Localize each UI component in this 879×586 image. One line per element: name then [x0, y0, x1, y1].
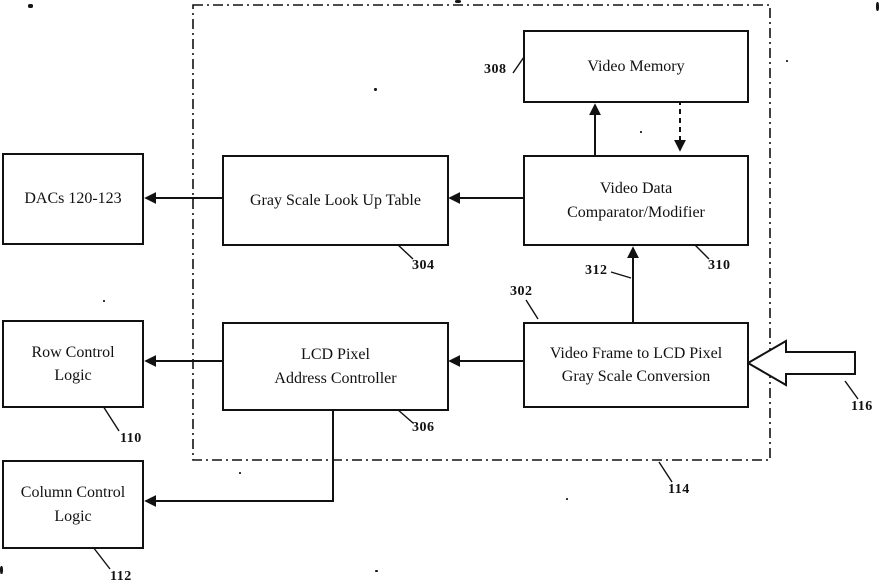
arrow-address-controller-to-column-control	[144, 407, 334, 507]
scan-speck	[239, 472, 241, 474]
box-video-frame-conversion-line2: Gray Scale Conversion	[561, 368, 711, 385]
leader-112	[92, 546, 111, 570]
scan-speck	[103, 300, 105, 302]
box-gray-scale-lut: Gray Scale Look Up Table	[222, 155, 449, 246]
scan-speck	[786, 60, 788, 62]
box-video-memory: Video Memory	[523, 30, 749, 103]
box-row-control-logic-line2: Logic	[54, 367, 92, 384]
scan-speck	[375, 570, 378, 572]
ref-label-112: 112	[110, 569, 132, 584]
ref-label-308: 308	[484, 62, 507, 77]
scan-speck	[374, 88, 377, 91]
ref-label-304: 304	[412, 258, 435, 273]
leader-312	[610, 271, 632, 279]
box-row-control-logic-line1: Row Control	[31, 343, 115, 361]
ref-label-302: 302	[510, 284, 533, 299]
box-video-memory-label: Video Memory	[587, 57, 685, 75]
scan-speck	[0, 566, 3, 574]
leader-308	[512, 56, 525, 74]
box-lcd-pixel-address-controller: LCD Pixel Address Controller	[222, 322, 449, 411]
box-video-frame-conversion: Video Frame to LCD Pixel Gray Scale Conv…	[523, 322, 749, 408]
ref-label-114: 114	[668, 482, 690, 497]
ref-label-312: 312	[585, 263, 608, 278]
ref-label-306: 306	[412, 420, 435, 435]
video-input-block-arrow-icon	[746, 339, 856, 387]
box-video-frame-conversion-line1: Video Frame to LCD Pixel	[549, 344, 723, 362]
box-video-data-comparator-line2: Comparator/Modifier	[567, 203, 705, 221]
leader-110	[102, 405, 120, 432]
box-lcd-pixel-address-controller-line2: Address Controller	[274, 369, 397, 387]
module-boundary-box	[192, 4, 771, 461]
ref-label-116: 116	[851, 399, 873, 414]
ref-label-110: 110	[120, 431, 142, 446]
scan-speck	[876, 2, 879, 11]
leader-310	[693, 243, 710, 260]
leader-116	[844, 380, 859, 400]
box-dacs: DACs 120-123	[2, 153, 144, 245]
leader-302	[525, 299, 539, 320]
leader-306	[396, 408, 414, 424]
box-video-data-comparator-line1: Video Data	[599, 180, 673, 198]
box-column-control-logic-line1: Column Control	[20, 484, 126, 502]
box-lcd-pixel-address-controller-line1: LCD Pixel	[301, 346, 370, 364]
box-gray-scale-lut-label: Gray Scale Look Up Table	[250, 191, 421, 209]
scan-speck	[28, 4, 33, 8]
ref-label-310: 310	[708, 258, 731, 273]
box-dacs-label: DACs 120-123	[24, 190, 122, 208]
leader-304	[396, 243, 414, 260]
scan-speck	[640, 131, 642, 133]
leader-114	[658, 461, 673, 483]
scan-speck	[566, 498, 568, 500]
box-column-control-logic: Column Control Logic	[2, 460, 144, 549]
box-row-control-logic: Row Control Logic	[2, 320, 144, 408]
scan-speck	[455, 0, 461, 3]
box-column-control-logic-line2: Logic	[54, 507, 92, 525]
box-video-data-comparator: Video Data Comparator/Modifier	[523, 155, 749, 246]
